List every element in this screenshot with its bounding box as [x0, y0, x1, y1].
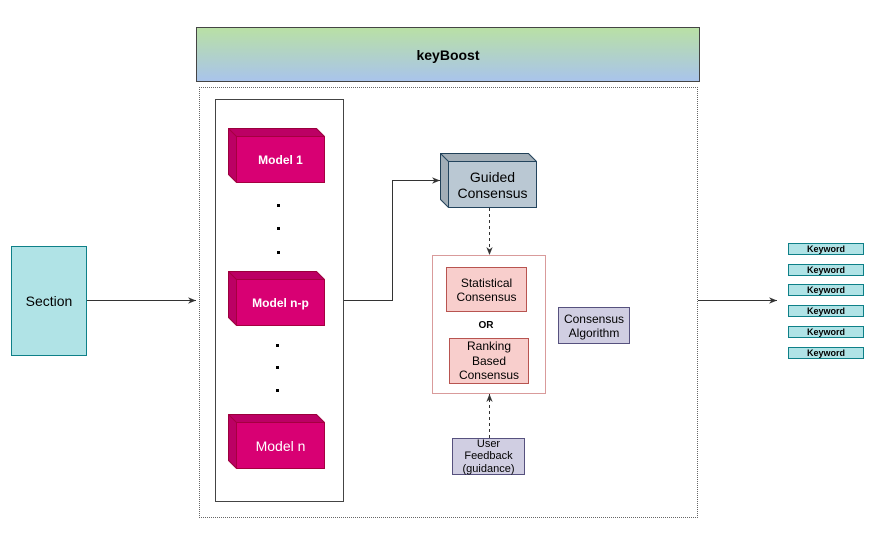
user-feedback-box: User Feedback (guidance): [452, 438, 525, 475]
model-label-wrap: Model 1: [236, 136, 325, 183]
guided-consensus-box: Guided Consensus: [440, 153, 537, 208]
model-label-wrap: Model n: [236, 422, 325, 469]
cube-shape: [228, 128, 325, 183]
section-label: Section: [25, 293, 73, 309]
ellipsis-dot: [276, 389, 279, 392]
keyword-item: Keyword: [788, 243, 864, 255]
keyword-item: Keyword: [788, 347, 864, 359]
section-box: Section: [11, 246, 87, 356]
title-bar: keyBoost: [196, 27, 700, 82]
cube-shading: [228, 414, 325, 469]
cube-body: [440, 153, 537, 208]
model-1-box: Model 1: [228, 128, 325, 183]
keyword-label: Keyword: [806, 285, 845, 295]
cube-body: [228, 128, 325, 183]
keyword-item: Keyword: [788, 326, 864, 338]
model-n-p-box: Model n-p: [228, 271, 325, 326]
user-feedback-label: User Feedback (guidance): [462, 437, 515, 475]
model-label: Model n: [255, 437, 306, 454]
guided-consensus-label-wrap: Guided Consensus: [448, 161, 537, 208]
cube-edges: [228, 414, 325, 469]
model-label: Model 1: [258, 152, 303, 167]
statistical-consensus-label: Statistical Consensus: [456, 275, 517, 304]
keyboost-boundary: [199, 87, 698, 518]
keyword-item: Keyword: [788, 264, 864, 276]
ellipsis-dot: [277, 204, 280, 207]
model-n-box: Model n: [228, 414, 325, 469]
cube-shading: [228, 128, 325, 183]
keyword-label: Keyword: [806, 306, 845, 316]
title-text: keyBoost: [416, 46, 480, 63]
keyword-label: Keyword: [806, 265, 845, 275]
ranking-consensus-box: Ranking Based Consensus: [449, 338, 529, 384]
cube-shading: [440, 153, 537, 208]
keyword-label: Keyword: [806, 348, 845, 358]
model-label: Model n-p: [252, 295, 309, 310]
cube-body: [228, 271, 325, 326]
ellipsis-dot: [277, 227, 280, 230]
guided-consensus-label: Guided Consensus: [457, 168, 528, 201]
cube-shape: [228, 414, 325, 469]
ellipsis-dot: [277, 251, 280, 254]
keyword-item: Keyword: [788, 284, 864, 296]
keyword-label: Keyword: [806, 327, 845, 337]
cube-body: [228, 414, 325, 469]
consensus-algorithm-box: Consensus Algorithm: [558, 307, 630, 344]
or-separator: OR: [471, 319, 501, 331]
cube-shape: [228, 271, 325, 326]
cube-edges: [228, 128, 325, 183]
cube-shape: [440, 153, 537, 208]
statistical-consensus-box: Statistical Consensus: [446, 267, 527, 312]
keyword-label: Keyword: [806, 244, 845, 254]
cube-edges: [228, 271, 325, 326]
ellipsis-dot: [276, 344, 279, 347]
cube-shading: [228, 271, 325, 326]
ranking-consensus-label: Ranking Based Consensus: [458, 339, 520, 383]
cube-edges: [440, 153, 537, 208]
ellipsis-dot: [276, 366, 279, 369]
or-label: OR: [478, 319, 494, 331]
keyword-item: Keyword: [788, 305, 864, 317]
model-label-wrap: Model n-p: [236, 279, 325, 326]
consensus-algorithm-label: Consensus Algorithm: [563, 311, 625, 340]
